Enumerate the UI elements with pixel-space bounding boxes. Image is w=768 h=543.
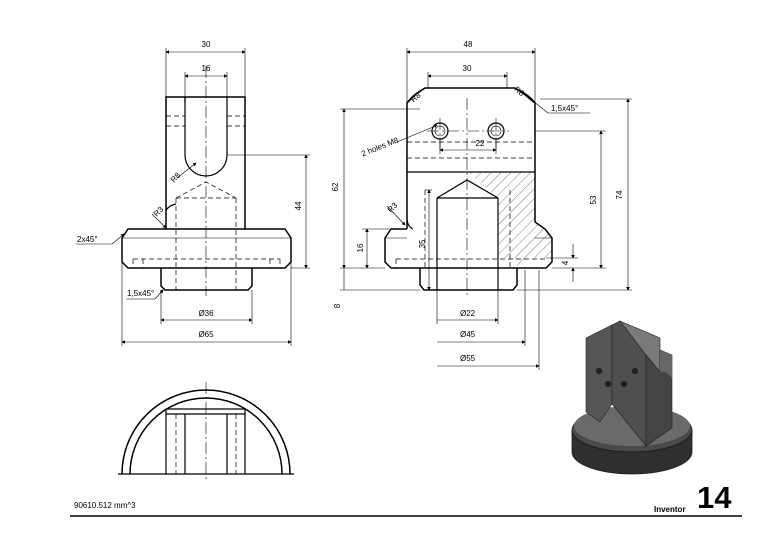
dim-30-left: 30 bbox=[202, 40, 211, 49]
flange-outline bbox=[121, 228, 292, 269]
dim-16-right: 16 bbox=[356, 243, 365, 252]
dim-35: 35 bbox=[418, 239, 427, 248]
chamfer-15x45-right: 1,5x45° bbox=[551, 104, 578, 113]
dim-8: 8 bbox=[333, 303, 342, 308]
section-hatch bbox=[467, 172, 552, 268]
sheet-number: 14 bbox=[697, 480, 732, 515]
dim-16-left: 16 bbox=[202, 64, 211, 73]
dim-62: 62 bbox=[331, 182, 340, 191]
dim-r3-right: R3 bbox=[386, 200, 400, 214]
top-view bbox=[118, 382, 294, 482]
side-bottom-boss bbox=[419, 268, 518, 291]
bottom-boss bbox=[160, 268, 253, 291]
dim-dia22: Ø22 bbox=[460, 309, 476, 318]
front-view: 30 16 R8 R3 44 2x45° 1,5x45° Ø36 Ø65 bbox=[76, 40, 310, 346]
dim-74: 74 bbox=[615, 190, 624, 199]
dim-53: 53 bbox=[589, 195, 598, 204]
chamfer-15x45-left: 1,5x45° bbox=[127, 289, 154, 298]
dim-4: 4 bbox=[561, 260, 570, 265]
dim-r8-left: R8 bbox=[169, 170, 183, 184]
holes-label: 2 holes M8 bbox=[360, 135, 400, 158]
dim-dia45: Ø45 bbox=[460, 330, 476, 339]
dim-48: 48 bbox=[464, 40, 473, 49]
iso-render bbox=[571, 320, 693, 475]
brand-label: Inventor bbox=[654, 505, 686, 514]
upright-body bbox=[165, 96, 246, 229]
dim-dia55: Ø55 bbox=[460, 354, 476, 363]
dim-dia65: Ø65 bbox=[198, 330, 214, 339]
dim-44: 44 bbox=[294, 201, 303, 210]
side-section-view: 48 30 R8 R8 1,5x45° 2 holes M8 22 62 53 bbox=[331, 40, 632, 370]
dim-r8-right-1: R8 bbox=[409, 90, 423, 104]
chamfer-2x45: 2x45° bbox=[77, 235, 98, 244]
dim-r8-right-2: R8 bbox=[512, 85, 526, 99]
dim-dia36: Ø36 bbox=[198, 309, 214, 318]
volume-label: 90610.512 mm^3 bbox=[74, 501, 136, 510]
dim-30-right: 30 bbox=[463, 64, 472, 73]
dim-22: 22 bbox=[476, 139, 485, 148]
